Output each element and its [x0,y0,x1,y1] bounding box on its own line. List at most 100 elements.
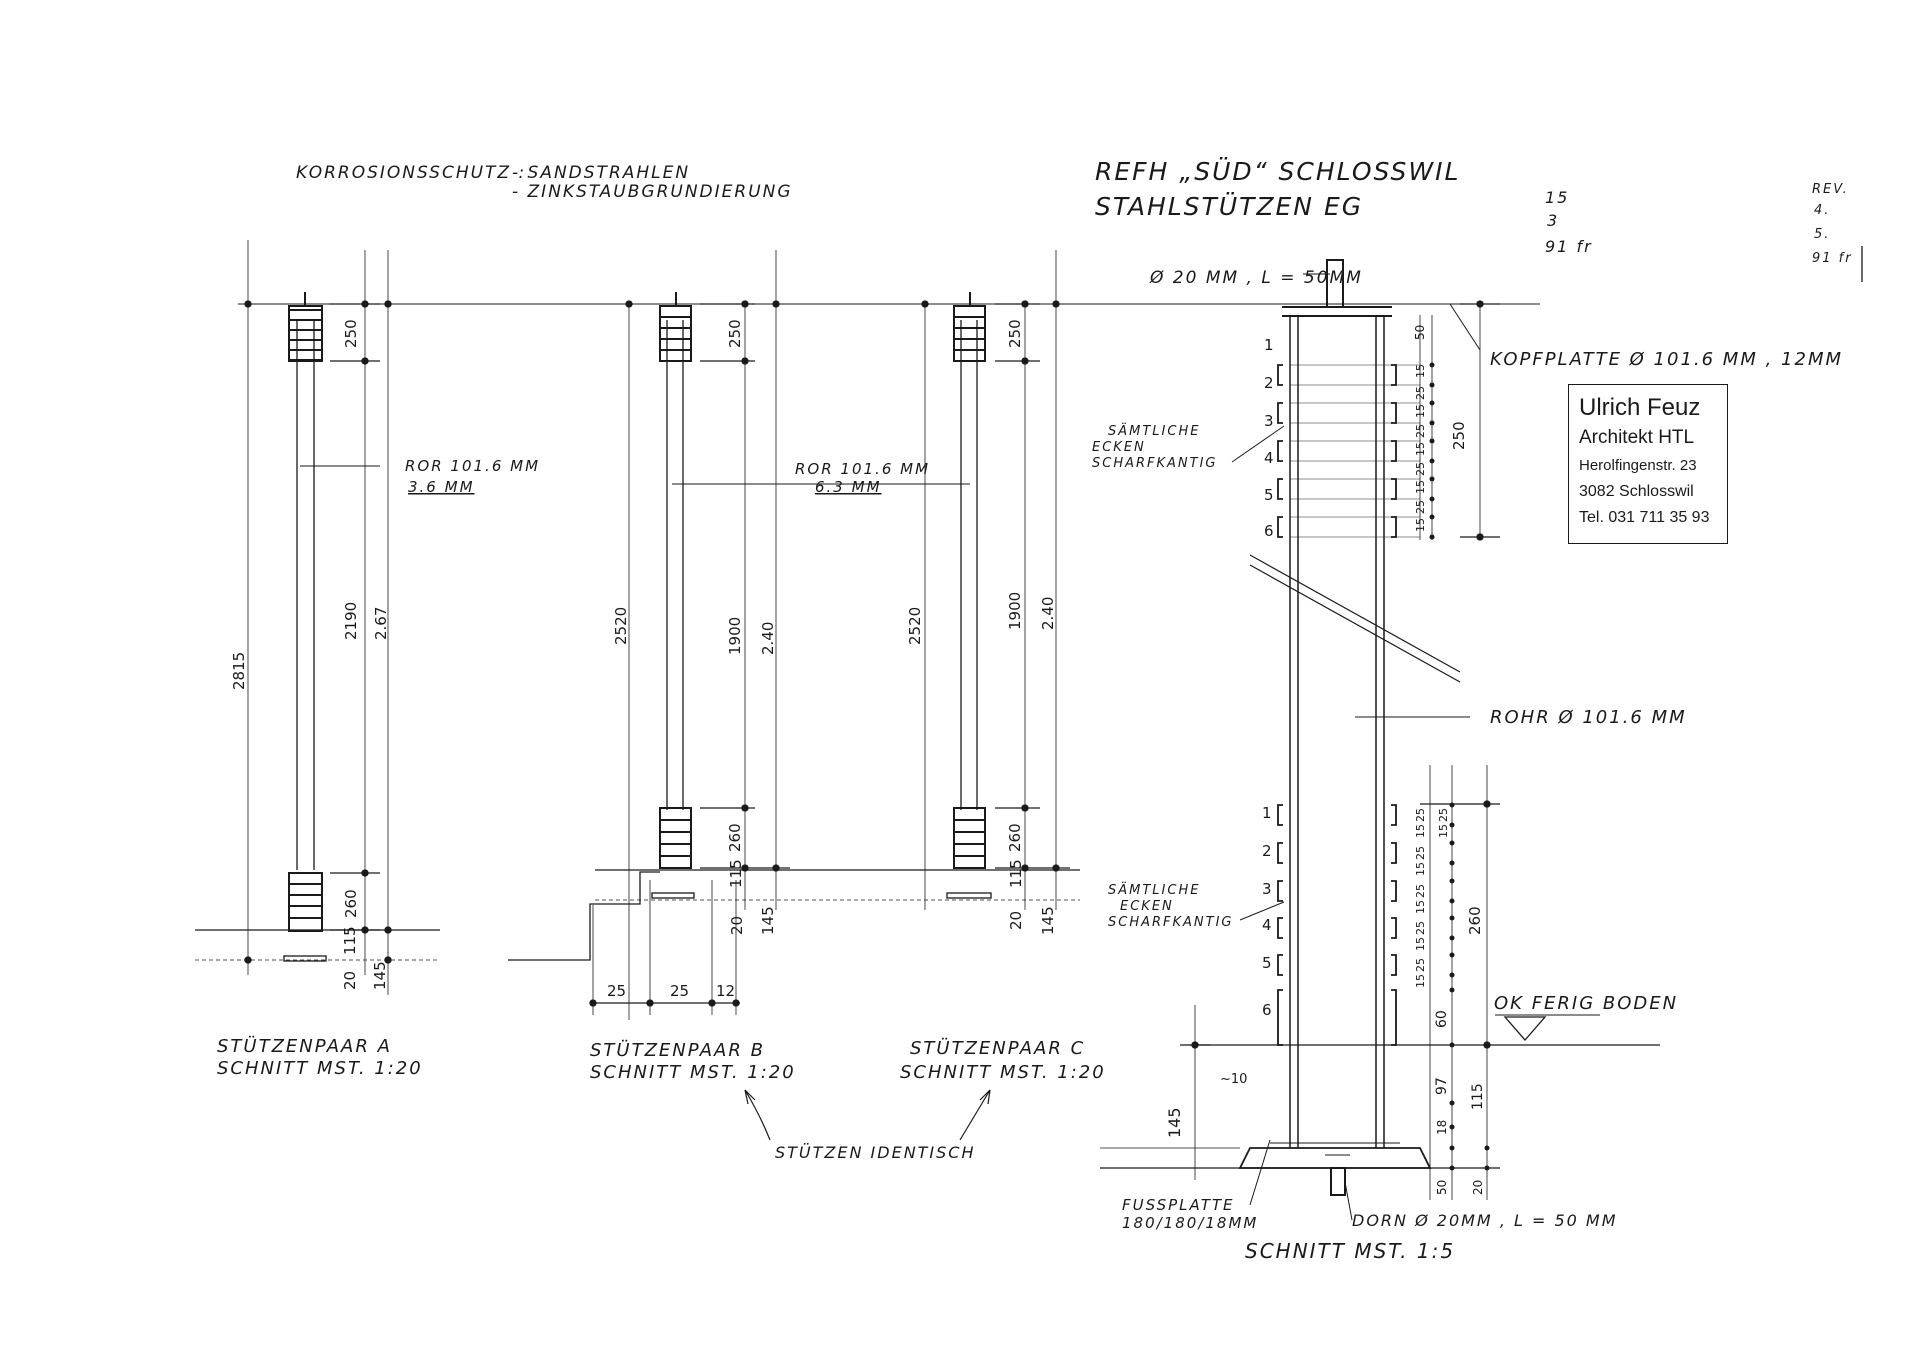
tube-label: ROHR Ø 101.6 MM [1490,707,1687,728]
column-b-dim-plate: 115 [727,859,745,888]
revision-label: REV. [1812,182,1849,197]
column-b-dim-bot: 260 [726,823,744,852]
foot-plate-label-2: 180/180/18MM [1122,1214,1258,1232]
column-b: 25 25 12 ROR 101.6 MM 6.3 MM 2520 250 19… [508,250,970,1083]
date-year: 91 fr [1545,237,1593,256]
column-a-dim-outer: 2.67 [372,607,390,640]
column-a-tube-label-1: ROR 101.6 MM [405,457,540,475]
top-dim-4: 15 [1414,404,1427,418]
column-c-dim-plate: 115 [1007,859,1025,888]
pin-top-label: Ø 20 MM , L = 50MM [1149,268,1363,288]
corrosion-item-1: - SANDSTRAHLEN [512,163,690,183]
column-b-dim-mid: 1900 [726,617,744,655]
edges-bottom-3: SCHARFKANTIG [1108,915,1234,930]
detail-number-top-4: 4 [1264,449,1274,467]
column-a-caption-2: SCHNITT MST. 1:20 [217,1058,423,1079]
top-dim-1: 50 [1413,325,1427,340]
architect-name: Ulrich Feuz [1579,394,1701,421]
top-dim-7: 25 [1414,462,1427,476]
revision-month: 5. [1814,227,1830,242]
top-dim-5: 25 [1414,424,1427,438]
edges-bottom-1: SÄMTLICHE [1108,882,1200,898]
column-b-dim-step-1: 25 [607,982,626,1000]
column-a-tube-label-2: 3.6 MM [408,478,475,496]
bottom-dim-4: 15 [1414,862,1427,876]
architect-street: Herolfingenstr. 23 [1579,457,1697,474]
detail-number-bottom-4: 4 [1262,916,1272,934]
column-c-caption-2: SCHNITT MST. 1:20 [900,1062,1106,1083]
top-dim-3: 25 [1414,386,1427,400]
lower-dim-10: ~10 [1220,1072,1247,1087]
column-a-dim-base: 20 [341,971,359,990]
detail-number-top-3: 3 [1264,412,1274,430]
column-b-caption-1: STÜTZENPAAR B [590,1039,765,1061]
detail-number-top-2: 2 [1264,374,1274,392]
edges-top-1: SÄMTLICHE [1108,423,1200,439]
edges-top-3: SCHARFKANTIG [1092,456,1218,471]
lower-dim-97: 97 [1434,1077,1450,1095]
column-b-dim-step-3: 12 [716,982,735,1000]
column-b-dim-outer: 2.40 [759,622,777,655]
lower-dim-20: 20 [1471,1180,1485,1195]
lower-dim-60: 60 [1434,1010,1450,1028]
bottom-dim-2: 15 [1414,824,1427,838]
bottom-dim-1: 25 [1414,808,1427,822]
detail-number-bottom-2: 2 [1262,842,1272,860]
column-b-dim-step-2: 25 [670,982,689,1000]
top-dim-10: 15 [1414,518,1427,532]
column-c: 2520 250 1900 260 115 20 2.40 145 STÜTZE… [900,250,1106,1083]
title-line-1: REFH „SÜD“ SCHLOSSWIL [1095,157,1460,186]
column-a-dim-total: 2815 [230,652,248,690]
architect-city: 3082 Schlosswil [1579,483,1694,500]
top-dim-9: 25 [1414,500,1427,514]
top-dim-2: 15 [1414,364,1427,378]
bottom-dim-6: 15 [1414,900,1427,914]
head-plate-label: KOPFPLATTE Ø 101.6 MM , 12MM [1490,349,1843,370]
architect-stamp: Ulrich Feuz Architekt HTL Herolfingenstr… [1568,384,1728,544]
column-c-dim-base: 20 [1007,911,1025,930]
column-c-dim-bot: 260 [1006,823,1024,852]
pin-bottom-label: DORN Ø 20MM , L = 50 MM [1352,1211,1618,1230]
column-c-dim-outer: 2.40 [1039,597,1057,630]
floor-label: OK FERIG BODEN [1494,993,1678,1014]
column-b-dim-top: 250 [726,319,744,348]
top-dim-6: 15 [1414,442,1427,456]
detail-caption: SCHNITT MST. 1:5 [1245,1239,1455,1263]
top-dim-8: 15 [1414,480,1427,494]
bottom-dim-9: 25 [1414,958,1427,972]
column-b-dim-floor: 145 [759,906,777,935]
bottom-dim-7: 25 [1414,921,1427,935]
detail-number-top-6: 6 [1264,522,1274,540]
revision-day: 4. [1814,203,1830,218]
revision-year: 91 fr [1812,251,1853,266]
date-day: 15 [1545,188,1569,207]
bottom-dim-5: 25 [1414,884,1427,898]
lower-dim-115: 115 [1470,1083,1486,1110]
top-dim-total: 250 [1450,421,1468,450]
title-line-2: STAHLSTÜTZEN EG [1095,192,1363,221]
column-a-dim-top: 250 [342,319,360,348]
architect-title: Architekt HTL [1579,427,1695,448]
lower-dim-50: 50 [1435,1180,1449,1195]
detail-number-bottom-6: 6 [1262,1001,1272,1019]
column-a-dim-mid: 2190 [342,602,360,640]
column-a-caption-1: STÜTZENPAAR A [217,1035,392,1057]
bottom-dim-12: 15 [1437,824,1450,838]
column-b-tube-label-1: ROR 101.6 MM [795,460,930,478]
column-a-dim-floor: 145 [371,961,389,990]
lower-dim-18: 18 [1435,1120,1449,1135]
column-c-dim-total: 2520 [906,607,924,645]
column-c-caption-1: STÜTZENPAAR C [910,1037,1085,1059]
date-month: 3 [1547,211,1559,230]
lower-dim-145: 145 [1165,1107,1184,1138]
column-c-dim-mid: 1900 [1006,592,1024,630]
bottom-dim-total: 260 [1466,906,1484,935]
column-a-dim-plate: 115 [341,926,359,955]
corrosion-item-2: - ZINKSTAUBGRUNDIERUNG [512,182,793,202]
detail-section: Ø 20 MM , L = 50MM KOPFPLATTE Ø 101.6 MM… [1092,259,1843,1263]
column-a-dim-bot: 260 [342,889,360,918]
architect-phone: Tel. 031 711 35 93 [1579,509,1710,526]
bottom-dim-3: 25 [1414,846,1427,860]
